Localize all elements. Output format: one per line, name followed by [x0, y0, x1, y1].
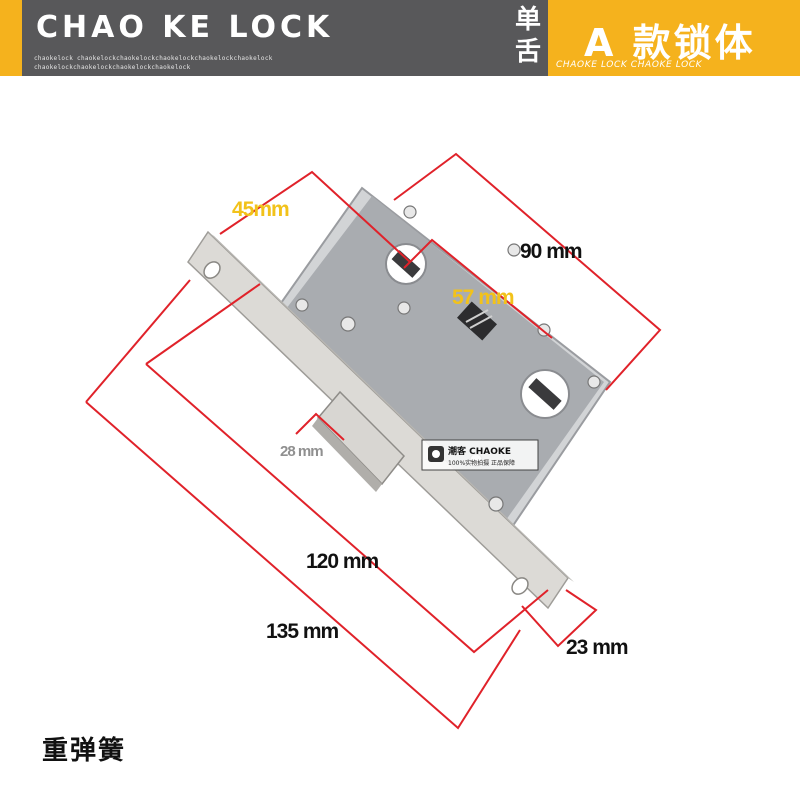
brand-small-text-2: chaokelockchaokelockchaokelockchaokelock	[34, 64, 191, 71]
header-mid-panel	[508, 0, 548, 76]
dim-line-135	[85, 401, 521, 730]
brand-title: CHAO KE LOCK	[36, 10, 334, 45]
lock-body-diagram: 45mm 90 mm 57 mm 28 mm 120 mm 135 mm 23 …	[85, 152, 662, 730]
dim-line-57	[403, 238, 553, 339]
follower-hole	[385, 243, 427, 285]
series-subtitle: CHAOKE LOCK CHAOKE LOCK	[556, 60, 703, 70]
header-banner: CHAO KE LOCK chaokelock chaokelockchaoke…	[0, 0, 800, 76]
face-plate-screw-hole-top	[203, 261, 221, 279]
dim-line-23	[521, 589, 598, 648]
dim-line-120	[145, 363, 549, 654]
dim-line-120-top	[145, 283, 261, 365]
dim-label-135: 135 mm	[266, 620, 339, 643]
header-left-panel	[0, 0, 508, 76]
camera-lens-icon	[432, 450, 440, 458]
spring-mechanism	[457, 301, 497, 341]
header-right-panel	[548, 0, 800, 76]
watermark-subtitle: 100%实物拍摄 正品保障	[448, 459, 515, 467]
face-plate-screw-hole-bottom	[511, 577, 529, 595]
dim-label-28: 28 mm	[280, 443, 323, 460]
latch-bolt	[312, 390, 406, 492]
dim-line-28	[295, 412, 345, 441]
dim-line-135-top	[85, 279, 191, 403]
dim-label-90: 90 mm	[520, 240, 582, 263]
dim-label-120: 120 mm	[306, 550, 379, 573]
dim-label-57: 57 mm	[452, 286, 514, 309]
watermark-title: 潮客 CHAOKE	[448, 445, 511, 457]
dim-line-90	[393, 152, 662, 391]
face-plate	[187, 230, 574, 610]
brand-small-text-1: chaokelock chaokelockchaokelockchaokeloc…	[34, 55, 273, 62]
series-title: A 款锁体	[584, 21, 756, 65]
dim-line-45	[219, 170, 411, 263]
dimension-lines	[85, 152, 662, 730]
heavy-spring-label: 重弹簧	[42, 736, 127, 766]
cylinder-hole	[520, 369, 570, 419]
dim-label-23: 23 mm	[566, 636, 628, 659]
chaoke-watermark: 潮客 CHAOKE 100%实物拍摄 正品保障	[421, 439, 539, 471]
single-tongue-label: 单舌	[514, 5, 541, 67]
header-accent-stripe	[0, 0, 22, 76]
dim-label-45: 45mm	[232, 198, 289, 221]
